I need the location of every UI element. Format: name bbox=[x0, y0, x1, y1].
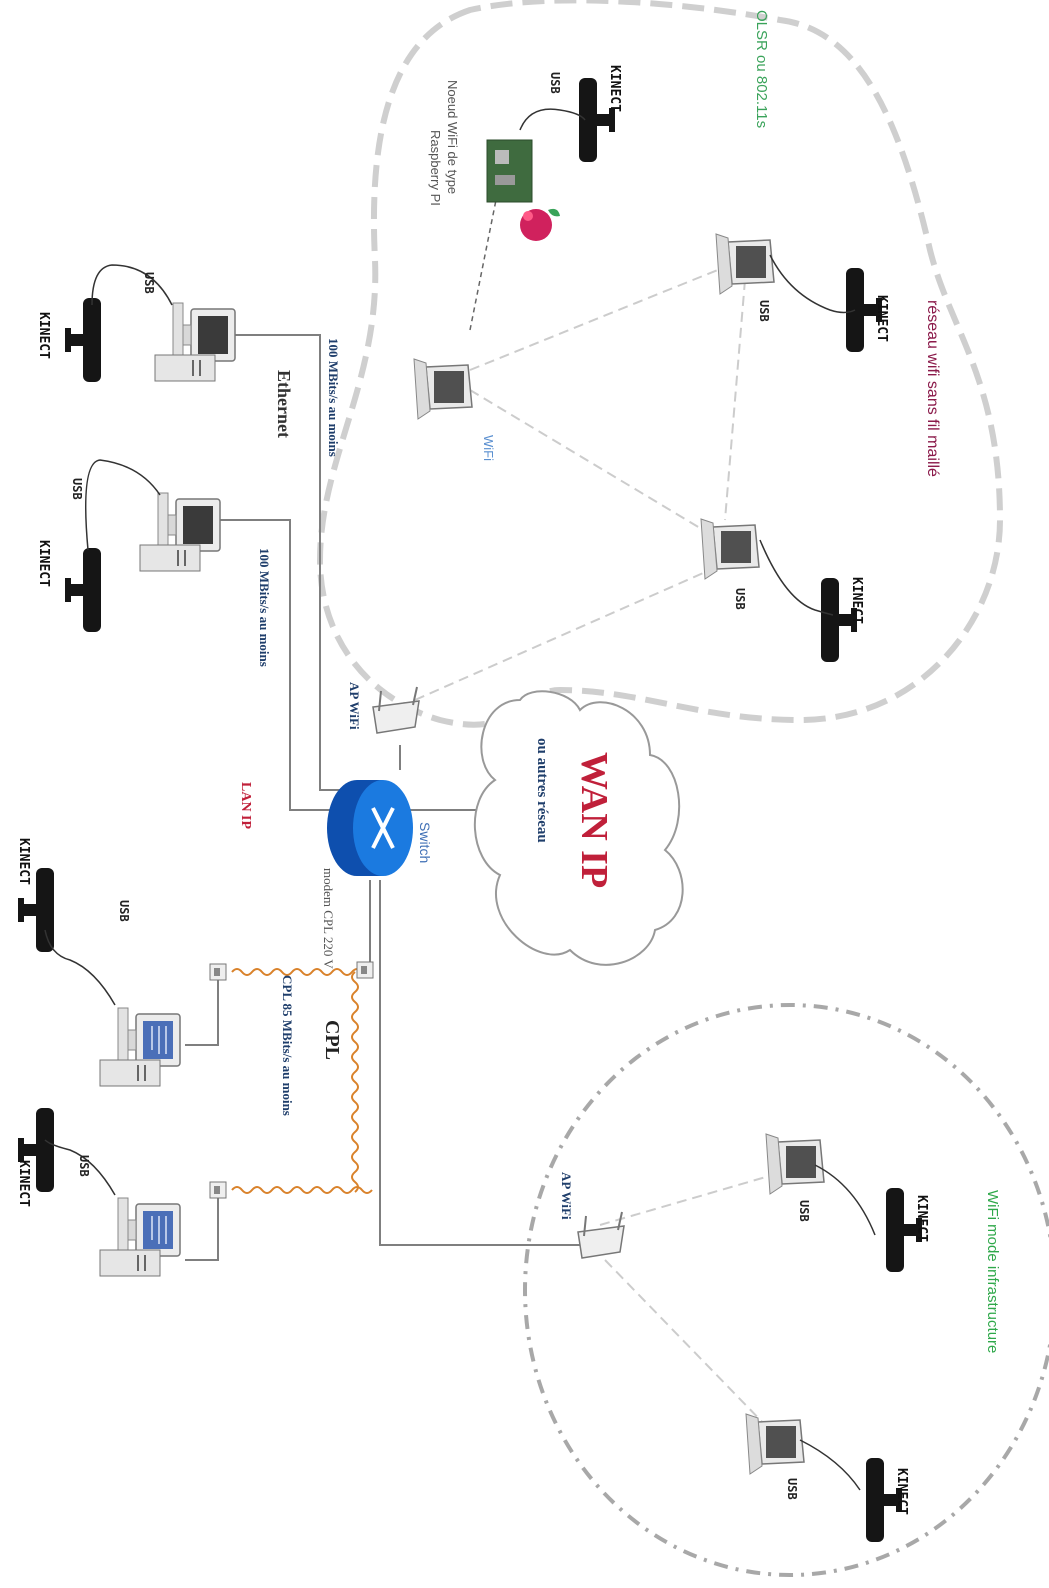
ap-wifi-top-icon bbox=[372, 686, 420, 734]
kinect-label: KINECT bbox=[36, 312, 51, 359]
laptop-infra-bottom-icon bbox=[745, 1413, 805, 1475]
kinect-label: KINECT bbox=[16, 838, 31, 885]
kinect-label: KINECT bbox=[36, 540, 51, 587]
wifi-label: WiFi bbox=[481, 435, 496, 461]
cpl-line-vertical bbox=[351, 971, 359, 1193]
kinect-label: KINECT bbox=[607, 65, 622, 112]
eth-speed-2-label: 100 MBits/s au moins bbox=[257, 548, 272, 667]
olsr-label: OLSR ou 802.11s bbox=[753, 10, 770, 128]
ethernet-line-2 bbox=[215, 519, 345, 811]
mesh-boundary bbox=[316, 0, 1004, 728]
cpl-plug-1-icon bbox=[209, 963, 227, 981]
usb-label: USB bbox=[797, 1200, 811, 1222]
ap-wifi-bottom-icon bbox=[577, 1211, 625, 1259]
usb-label: USB bbox=[117, 900, 131, 922]
kinect-left-1-icon bbox=[65, 298, 101, 382]
laptop-wifi-icon bbox=[413, 358, 473, 420]
modem-cpl-icon bbox=[356, 961, 374, 979]
wan-cloud bbox=[474, 690, 684, 966]
desktop-3-icon bbox=[99, 1007, 181, 1087]
ethernet-label: Ethernet bbox=[274, 370, 294, 438]
cpl-speed-label: CPL 85 MBits/s au moins bbox=[280, 975, 295, 1116]
noeud-label-line1: Noeud WiFi de type bbox=[445, 80, 460, 194]
laptop-infra-top-icon bbox=[765, 1133, 825, 1195]
usb-label: USB bbox=[733, 588, 747, 610]
cpl-label: CPL bbox=[321, 1020, 343, 1060]
kinect-label: KINECT bbox=[849, 577, 864, 624]
cpl-line-bottom bbox=[231, 1186, 373, 1194]
lan-ip-label: LAN IP bbox=[238, 782, 253, 830]
infra-title: WiFi mode infrastructure bbox=[984, 1190, 1001, 1353]
ap-bottom-link bbox=[379, 880, 590, 1246]
kinect-label: KINECT bbox=[914, 1195, 929, 1242]
kinect-label: KINECT bbox=[16, 1160, 31, 1207]
noeud-label-line2: Raspberry PI bbox=[428, 130, 443, 206]
usb-label: USB bbox=[77, 1155, 91, 1177]
cpl-plug-2-icon bbox=[209, 1181, 227, 1199]
ap-wifi-bottom-label: AP WiFi bbox=[559, 1172, 574, 1220]
wan-ip-label: WAN IP bbox=[573, 752, 615, 888]
eth-speed-1-label: 100 MBits/s au moins bbox=[326, 338, 341, 457]
laptop-mesh-right-icon bbox=[700, 518, 760, 580]
kinect-label: KINECT bbox=[894, 1468, 909, 1515]
infrastructure-boundary bbox=[523, 1003, 1049, 1577]
desktop-4-icon bbox=[99, 1197, 181, 1277]
switch-router-icon bbox=[327, 780, 413, 876]
ap-wifi-top-label: AP WiFi bbox=[347, 682, 362, 730]
ethernet-line-1 bbox=[225, 334, 345, 791]
desktop-2-icon bbox=[139, 492, 221, 572]
usb-label: USB bbox=[548, 72, 562, 94]
desktop-1-icon bbox=[154, 302, 236, 382]
usb-label: USB bbox=[70, 478, 84, 500]
cpl-line-top bbox=[231, 968, 373, 976]
wan-sub-label: ou autres réseau bbox=[534, 738, 550, 843]
usb-label: USB bbox=[142, 272, 156, 294]
kinect-left-2-icon bbox=[65, 548, 101, 632]
mesh-title: réseau wifi sans fil maillé bbox=[924, 300, 941, 477]
switch-label: Switch bbox=[417, 822, 433, 863]
kinect-label: KINECT bbox=[874, 295, 889, 342]
usb-label: USB bbox=[785, 1478, 799, 1500]
modem-label: modem CPL 220 V bbox=[321, 868, 336, 969]
raspberry-pi-icon bbox=[486, 139, 560, 241]
usb-label: USB bbox=[757, 300, 771, 322]
